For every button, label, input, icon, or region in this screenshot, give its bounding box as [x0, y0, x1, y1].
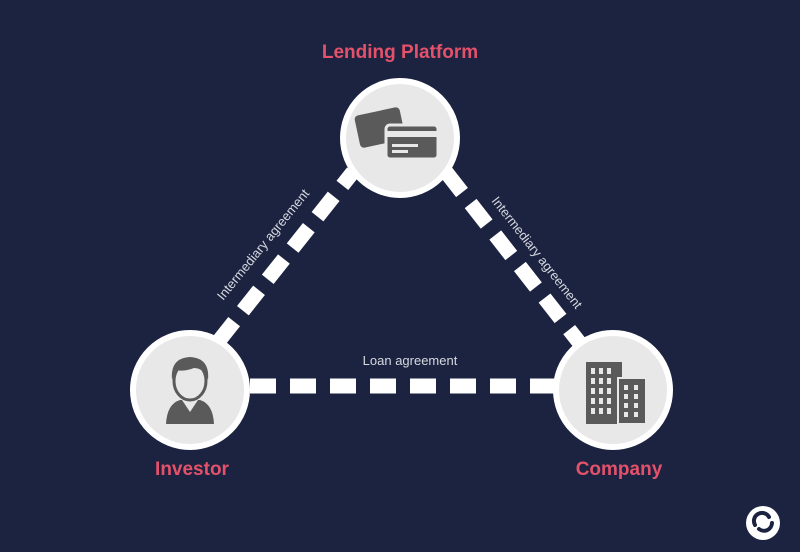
investor-node — [130, 330, 250, 450]
lending-platform-label: Lending Platform — [321, 42, 479, 63]
credit-cards-icon — [354, 107, 440, 161]
brand-logo-icon — [746, 506, 780, 540]
person-icon — [166, 357, 214, 424]
connector-platform-company — [440, 167, 588, 351]
company-node — [553, 330, 673, 450]
investor-label: Investor — [155, 459, 229, 480]
connector-investor-platform — [212, 167, 359, 347]
company-label: Company — [575, 459, 663, 480]
office-building-icon — [586, 362, 647, 425]
lending-platform-node — [340, 78, 460, 198]
edge-label-investor-company: Loan agreement — [362, 353, 458, 368]
